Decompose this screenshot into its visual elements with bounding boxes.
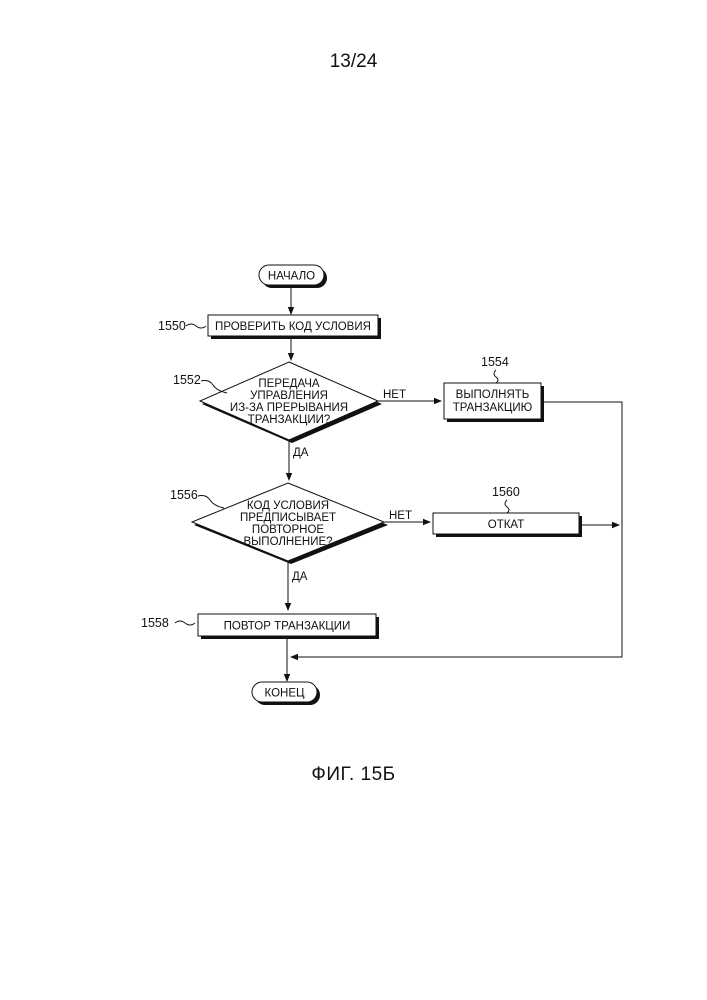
- ref-1550: 1550: [158, 319, 186, 333]
- execute-transaction-box: ВЫПОЛНЯТЬ ТРАНЗАКЦИЮ: [444, 383, 544, 422]
- start-label: НАЧАЛО: [268, 271, 315, 283]
- retry-transaction-box: ПОВТОР ТРАНЗАКЦИИ: [198, 614, 379, 639]
- decision-abort-line-3: ИЗ-ЗА ПРЕРЫВАНИЯ: [230, 402, 348, 414]
- connector-execute-to-rail: [541, 402, 622, 526]
- ref-1558: 1558: [141, 616, 169, 630]
- check-condition-code-label: ПРОВЕРИТЬ КОД УСЛОВИЯ: [215, 321, 371, 333]
- check-condition-code-box: ПРОВЕРИТЬ КОД УСЛОВИЯ: [208, 315, 381, 339]
- rollback-box: ОТКАТ: [433, 513, 582, 537]
- ref-1552: 1552: [173, 373, 201, 387]
- ref-1558-leader: [175, 621, 195, 625]
- decision-retry-diamond: КОД УСЛОВИЯ ПРЕДПИСЫВАЕТ ПОВТОРНОЕ ВЫПОЛ…: [192, 483, 388, 564]
- decision-retry-line-1: КОД УСЛОВИЯ: [247, 500, 329, 512]
- ref-1560: 1560: [492, 485, 520, 499]
- decision-abort-line-4: ТРАНЗАКЦИИ?: [248, 414, 331, 426]
- ref-1550-leader: [186, 324, 206, 328]
- start-terminal: НАЧАЛО: [259, 265, 327, 288]
- ref-1556-leader: [198, 496, 224, 509]
- figure-caption: ФИГ. 15Б: [0, 764, 707, 786]
- end-label: КОНЕЦ: [265, 688, 305, 700]
- decision-abort-no-label: НЕТ: [383, 389, 406, 401]
- execute-transaction-line-1: ВЫПОЛНЯТЬ: [456, 389, 530, 401]
- decision-abort-line-1: ПЕРЕДАЧА: [258, 378, 320, 390]
- decision-abort-line-2: УПРАВЛЕНИЯ: [250, 390, 328, 402]
- decision-retry-line-4: ВЫПОЛНЕНИЕ?: [243, 536, 332, 548]
- ref-1554: 1554: [481, 355, 509, 369]
- decision-abort-diamond: ПЕРЕДАЧА УПРАВЛЕНИЯ ИЗ-ЗА ПРЕРЫВАНИЯ ТРА…: [200, 362, 382, 443]
- decision-retry-line-3: ПОВТОРНОЕ: [252, 524, 324, 536]
- decision-retry-line-2: ПРЕДПИСЫВАЕТ: [240, 512, 336, 524]
- decision-retry-yes-label: ДА: [292, 571, 308, 583]
- decision-abort-yes-label: ДА: [293, 447, 309, 459]
- end-terminal: КОНЕЦ: [252, 682, 320, 705]
- retry-transaction-label: ПОВТОР ТРАНЗАКЦИИ: [224, 621, 351, 633]
- ref-1554-leader: [494, 370, 498, 383]
- decision-retry-no-label: НЕТ: [389, 510, 412, 522]
- rollback-label: ОТКАТ: [488, 519, 524, 531]
- execute-transaction-line-2: ТРАНЗАКЦИЮ: [453, 402, 533, 414]
- ref-1560-leader: [505, 500, 509, 513]
- ref-1556: 1556: [170, 488, 198, 502]
